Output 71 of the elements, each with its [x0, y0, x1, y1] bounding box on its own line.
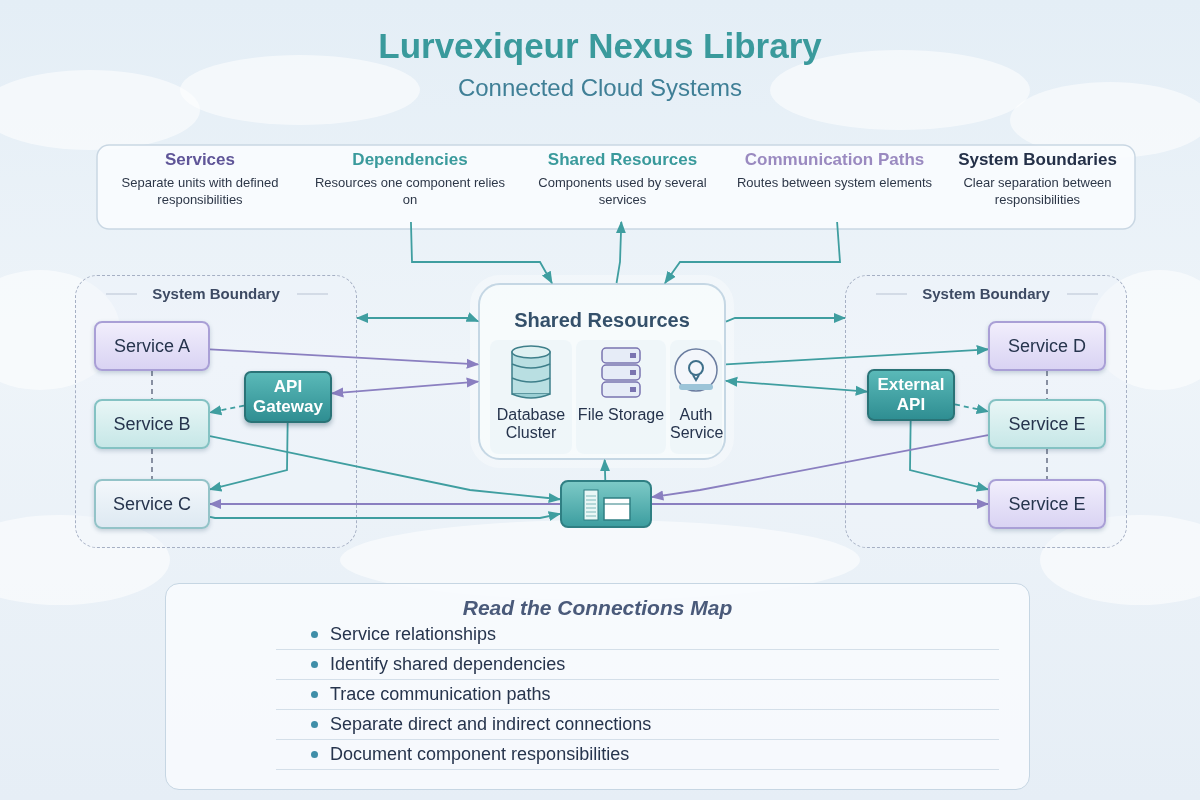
resource-label: File Storage — [576, 406, 666, 425]
arrow — [355, 312, 480, 324]
topic-heading: Communication Paths — [743, 150, 926, 170]
box-label: Service E — [1008, 413, 1086, 435]
arrow — [208, 498, 561, 510]
api-box — [867, 369, 955, 421]
arrow — [954, 403, 990, 414]
resource-tile — [576, 340, 666, 454]
arrow — [600, 458, 611, 481]
service-box — [94, 399, 210, 449]
box-label: Service A — [113, 335, 190, 357]
boundary-title: System Boundary — [152, 285, 280, 302]
hub-box — [560, 480, 652, 528]
resource-label: Auth Service — [670, 406, 722, 443]
service-box — [94, 321, 210, 371]
diagram-title: Lurvexiqeur Nexus Library — [377, 26, 823, 66]
connector-line — [1046, 370, 1048, 400]
connector-line — [151, 448, 153, 480]
connector-line — [151, 370, 153, 400]
diagram-subtitle: Connected Cloud Systems — [456, 74, 744, 102]
arrow — [209, 511, 562, 522]
arrow — [725, 312, 847, 324]
api-box — [244, 371, 332, 423]
box-label: Service B — [113, 413, 191, 435]
topic-description: Clear separation between responsibilities — [962, 175, 1113, 209]
arrow — [909, 420, 990, 492]
arrow — [651, 498, 990, 510]
box-label: Service C — [113, 493, 191, 515]
arrow — [208, 404, 245, 416]
arrow — [650, 434, 989, 501]
list-item-text: Document component responsibilities — [330, 744, 630, 765]
arrow — [410, 221, 553, 285]
list-item-text: Trace communication paths — [330, 684, 551, 705]
arrow — [725, 345, 990, 366]
box-label: Service E — [1008, 493, 1086, 515]
group-title: Shared Resources — [514, 309, 690, 331]
arrow — [615, 220, 626, 284]
topic-description: Resources one component relies on — [313, 175, 507, 209]
arrow — [330, 377, 480, 398]
list-item-text: Service relationships — [330, 624, 497, 645]
instructions-panel — [165, 583, 1030, 790]
service-box — [94, 479, 210, 529]
arrow — [209, 435, 562, 504]
resource-label: Database Cluster — [495, 406, 567, 443]
arrow — [209, 348, 480, 369]
topic-description: Separate units with defined responsibilities — [120, 175, 280, 209]
connector-line — [1046, 448, 1048, 480]
box-label: API Gateway — [252, 377, 324, 417]
system-boundary-group — [75, 275, 357, 548]
service-box — [988, 479, 1106, 529]
arrow — [664, 221, 841, 285]
topic-heading: Shared Resources — [546, 150, 699, 170]
arrow — [208, 422, 289, 492]
service-box — [988, 399, 1106, 449]
topic-heading: System Boundaries — [957, 150, 1118, 170]
boundary-title: System Boundary — [922, 285, 1050, 302]
box-label: Service D — [1008, 335, 1086, 357]
topic-heading: Services — [164, 150, 236, 170]
system-boundary-group — [845, 275, 1127, 548]
topic-heading: Dependencies — [351, 150, 469, 170]
service-box — [988, 321, 1106, 371]
topic-description: Components used by several services — [537, 175, 708, 209]
resource-tile — [490, 340, 572, 454]
list-item-text: Identify shared dependencies — [330, 654, 566, 675]
arrow — [724, 376, 869, 396]
topic-description: Routes between system elements — [735, 175, 934, 192]
shared-resources-box — [478, 283, 726, 460]
list-item-text: Separate direct and indirect connections — [330, 714, 652, 735]
resource-tile — [670, 340, 722, 454]
box-label: External API — [876, 375, 946, 415]
panel-heading: Read the Connections Map — [461, 596, 734, 620]
